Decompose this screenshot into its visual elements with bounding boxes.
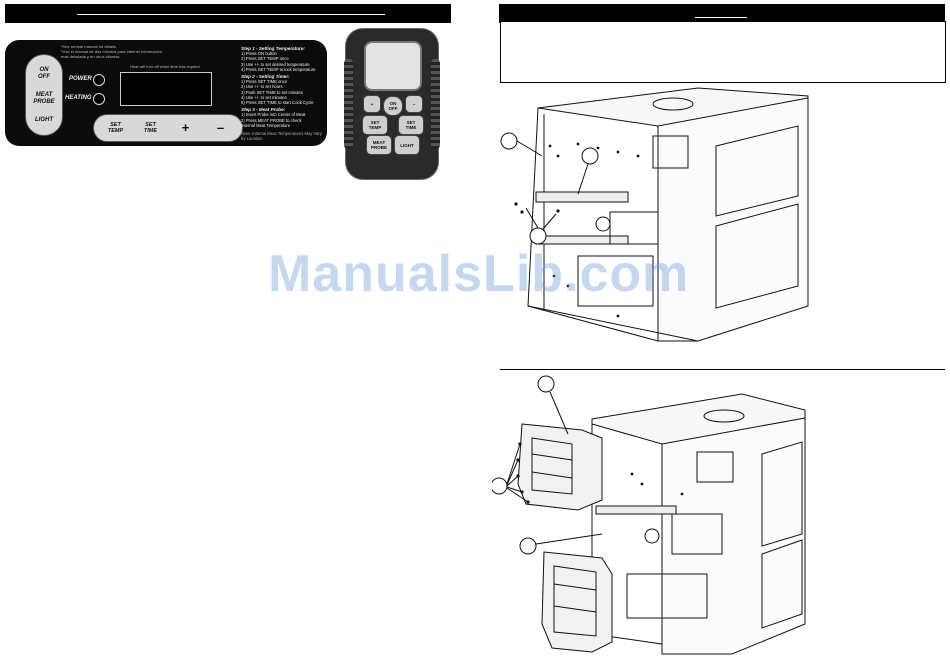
remote-meat-probe-button[interactable]: MEAT PROBE: [366, 135, 392, 155]
header-rule: [695, 17, 747, 18]
step-line: Internal Meat Temperature: [241, 122, 291, 128]
light-button[interactable]: LIGHT: [35, 116, 53, 123]
set-temp-button[interactable]: SET TEMP: [107, 122, 124, 134]
on-off-button[interactable]: ON OFF: [38, 66, 50, 80]
remote-control: + ON OFF – SET TEMP SET TIME MEAT PROBE …: [344, 28, 440, 180]
footnote: Note: Internal Meat Temperatures May Var…: [241, 131, 322, 142]
note-box: [500, 21, 946, 83]
side-box: [652, 135, 689, 169]
callout-circle-2: [492, 477, 508, 495]
function-button-column[interactable]: ON OFF MEAT PROBE LIGHT: [25, 54, 63, 136]
set-time-button[interactable]: SET TIME: [143, 122, 158, 134]
control-panel: ON OFF MEAT PROBE LIGHT POWER HEATING *S…: [5, 40, 327, 146]
inner-box: [671, 513, 723, 555]
callout-circle-2: [581, 147, 599, 165]
setting-button-row[interactable]: SET TEMP SET TIME + –: [93, 114, 243, 142]
remote-on-off-button[interactable]: ON OFF: [383, 96, 403, 116]
step-line: 1) Press ON button: [241, 51, 277, 57]
top-vent-icon: [652, 97, 694, 111]
step-line: 1) Press SET TIME once: [241, 79, 288, 85]
callout-circle-1: [500, 132, 518, 150]
callout-circle-3: [519, 537, 537, 555]
remote-note: *See remote manual for details *Use el m…: [61, 44, 162, 59]
step-line: 3) Use +/- to set desired temperature: [241, 61, 310, 67]
step-line: 5) Press SET TIME to start Cook Cycle: [241, 100, 314, 106]
step2-title: Step 2 - Setting Timer:: [241, 74, 290, 80]
assembly-diagram-2: [492, 375, 806, 655]
upper-handle: [517, 423, 603, 511]
lower-panel: [626, 573, 708, 619]
inner-box: [609, 211, 659, 245]
top-vent-icon: [703, 409, 745, 423]
lower-panel: [577, 255, 654, 307]
plus-button[interactable]: +: [181, 120, 190, 135]
side-panel-lower: [715, 203, 799, 309]
remote-grip-left: [344, 59, 353, 149]
heating-label: HEATING: [65, 95, 92, 101]
power-led-icon: [93, 74, 105, 86]
left-header-bar: [5, 4, 451, 23]
remote-minus-button[interactable]: –: [405, 95, 423, 113]
remote-screen: [364, 41, 422, 91]
instructions-block: Step 1 - Setting Temperature: 1) Press O…: [241, 44, 325, 141]
remote-light-button[interactable]: LIGHT: [394, 135, 420, 155]
remote-set-time-button[interactable]: SET TIME: [398, 115, 424, 135]
step-line: 4) Use +/- to set minutes: [241, 94, 287, 100]
side-panel-upper: [715, 125, 799, 217]
minus-button[interactable]: –: [216, 120, 225, 135]
callout-circle-3: [529, 227, 547, 245]
step-line: 2) Press SET TEMP once: [241, 56, 289, 62]
step3-title: Step 3 - Meat Probe:: [241, 107, 286, 113]
lower-handle: [541, 551, 613, 653]
step1-title: Step 1 - Setting Temperature:: [241, 46, 305, 51]
display-caption: Heat will turn off when time has expired: [130, 64, 200, 69]
lower-bracket: [535, 235, 629, 245]
remote-plus-button[interactable]: +: [363, 95, 381, 113]
knob-icon: [595, 216, 611, 232]
side-panel-lower: [761, 539, 803, 629]
step-line: 3) Push SET TIME to set minutes: [241, 89, 303, 95]
digital-display: [120, 72, 212, 106]
knob-icon: [644, 528, 660, 544]
watermark: ManualsLib.com: [268, 245, 690, 303]
remote-grip-right: [431, 59, 440, 149]
bracket: [595, 505, 677, 515]
section-divider: [500, 369, 945, 370]
bracket: [535, 191, 629, 203]
callout-circle-1: [537, 375, 555, 393]
step-line: 1) Insert Probe into Center of Meat: [241, 112, 306, 118]
cabinet-side: [661, 417, 806, 655]
remote-set-temp-button[interactable]: SET TEMP: [362, 115, 388, 135]
right-header-bar: [499, 4, 945, 23]
power-label: POWER: [69, 76, 92, 82]
side-box: [696, 451, 734, 483]
cabinet-side: [657, 97, 809, 342]
assembly-diagram-1: [500, 87, 809, 342]
step-line: 4) Press SET TEMP to lock temperature: [241, 66, 316, 72]
heating-led-icon: [93, 93, 105, 105]
step-line: 2) Press MEAT PROBE to check: [241, 117, 302, 123]
header-rule: [77, 14, 385, 15]
step-line: 2) Use +/- to set hours: [241, 84, 283, 90]
side-panel-upper: [761, 441, 803, 547]
meat-probe-button[interactable]: MEAT PROBE: [33, 91, 55, 105]
